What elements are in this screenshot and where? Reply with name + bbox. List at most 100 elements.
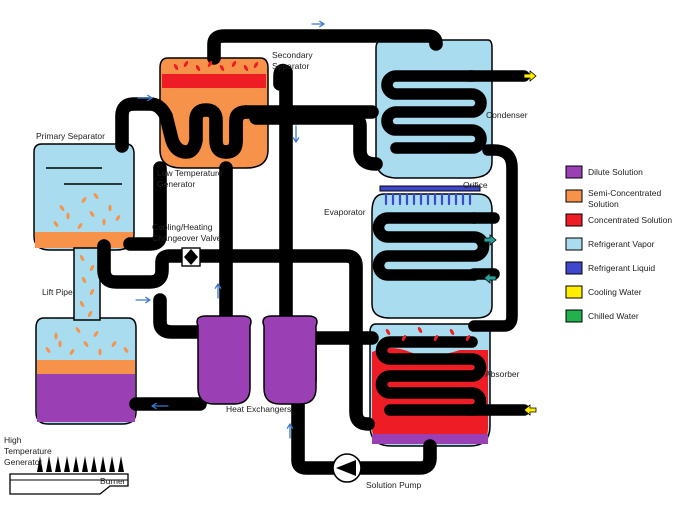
droplet bbox=[115, 215, 121, 221]
semi-pipe-hx bbox=[154, 294, 206, 338]
legend-swatch bbox=[565, 285, 583, 299]
label-orifice: Orifice bbox=[463, 180, 488, 190]
droplet bbox=[195, 64, 201, 72]
droplet bbox=[385, 328, 391, 336]
label-burner: Burner bbox=[100, 476, 126, 486]
legend: Dilute SolutionSemi-ConcentratedSolution… bbox=[565, 165, 672, 323]
flame-icon bbox=[37, 456, 43, 472]
pump-icon bbox=[332, 453, 362, 483]
legend-label: Refrigerant Vapor bbox=[588, 239, 655, 249]
flow-arrow-icon bbox=[483, 234, 497, 246]
droplet bbox=[98, 348, 102, 356]
droplet bbox=[401, 334, 407, 342]
legend-swatch bbox=[565, 309, 583, 323]
droplets bbox=[45, 60, 471, 356]
droplet bbox=[207, 60, 213, 68]
label-high-temp-generator-1: High bbox=[4, 435, 22, 445]
label-secondary-separator-1: Secondary bbox=[272, 50, 313, 60]
high-temp-generator-semi-layer bbox=[37, 360, 135, 374]
semi-pipe bbox=[124, 162, 166, 250]
legend-swatch bbox=[565, 237, 583, 251]
droplet bbox=[89, 211, 95, 217]
legend-label: Concentrated Solution bbox=[588, 215, 672, 225]
high-temp-generator-dilute-layer bbox=[37, 374, 135, 422]
flame-icon bbox=[82, 456, 88, 472]
droplet bbox=[66, 212, 70, 220]
coils bbox=[372, 70, 490, 416]
flame-icon bbox=[64, 456, 70, 472]
cooling-water-up bbox=[469, 145, 517, 331]
liquid-pipe-lt bbox=[220, 106, 252, 158]
semi-pipe-lower bbox=[98, 240, 190, 288]
droplet bbox=[123, 347, 129, 353]
label-evaporator: Evaporator bbox=[324, 207, 366, 217]
flame-icon bbox=[100, 456, 106, 472]
label-high-temp-generator-2: Temperature bbox=[4, 446, 52, 456]
droplet bbox=[59, 205, 65, 211]
flame-icon bbox=[37, 456, 124, 472]
droplet bbox=[89, 288, 95, 296]
droplet bbox=[79, 254, 85, 262]
droplet bbox=[465, 334, 471, 342]
droplet bbox=[81, 197, 87, 203]
burner bbox=[9, 456, 129, 495]
droplet bbox=[75, 327, 81, 333]
droplet bbox=[433, 334, 439, 342]
droplet bbox=[77, 223, 83, 229]
label-low-temp-generator-2: Generator bbox=[157, 179, 195, 189]
heat-exchanger-bulb bbox=[262, 315, 318, 405]
dilute-pipe-pump bbox=[292, 398, 340, 474]
label-low-temp-generator-1: Low Temperature bbox=[157, 168, 223, 178]
droplet bbox=[69, 235, 75, 241]
droplet bbox=[45, 347, 51, 353]
droplet bbox=[173, 63, 179, 71]
label-high-temp-generator-3: Generator bbox=[4, 457, 42, 467]
flow-arrow-icon bbox=[286, 423, 294, 439]
flame-icon bbox=[55, 456, 61, 472]
legend-label: Chilled Water bbox=[588, 311, 639, 321]
label-primary-separator: Primary Separator bbox=[36, 131, 105, 141]
droplet bbox=[89, 264, 95, 272]
droplet bbox=[87, 310, 93, 318]
flow-arrow-icon bbox=[151, 402, 169, 410]
droplet bbox=[243, 64, 249, 72]
droplet bbox=[449, 328, 455, 336]
absorber-dilute-pool bbox=[372, 434, 488, 444]
droplet bbox=[98, 232, 102, 240]
low-temp-generator-top-band bbox=[162, 74, 266, 88]
droplet bbox=[417, 326, 423, 334]
absorber-coil bbox=[377, 337, 485, 415]
flame-icon bbox=[118, 456, 124, 472]
dilute-pipe-absorber bbox=[355, 440, 436, 474]
legend-label: Refrigerant Liquid bbox=[588, 263, 655, 273]
droplet bbox=[93, 331, 99, 337]
droplet bbox=[102, 218, 106, 226]
droplet bbox=[69, 349, 75, 355]
droplet bbox=[83, 233, 89, 239]
primary-separator-liquid bbox=[35, 232, 133, 248]
condenser-coil bbox=[382, 71, 486, 153]
droplet bbox=[253, 61, 259, 69]
droplet bbox=[93, 193, 99, 199]
legend-label: Cooling Water bbox=[588, 287, 642, 297]
flow-arrow-icon bbox=[135, 296, 151, 304]
droplet bbox=[111, 341, 117, 347]
flame-icon bbox=[73, 456, 79, 472]
label-changeover-valve-1: Cooling/Heating bbox=[152, 222, 213, 232]
droplet bbox=[219, 64, 225, 72]
droplet bbox=[231, 60, 237, 68]
droplet bbox=[79, 300, 85, 308]
legend-swatch bbox=[565, 261, 583, 275]
valve-icon bbox=[181, 247, 201, 267]
legend-label: Dilute Solution bbox=[588, 167, 643, 177]
label-absorber: Absorber bbox=[485, 369, 520, 379]
flow-arrows bbox=[135, 20, 537, 439]
droplet bbox=[83, 341, 89, 347]
droplet bbox=[58, 340, 62, 348]
liquid-pipe-condenser bbox=[250, 112, 382, 170]
legend-swatch bbox=[565, 165, 583, 179]
flow-arrow-icon bbox=[292, 125, 300, 143]
droplet bbox=[108, 204, 112, 212]
label-condenser: Condenser bbox=[486, 110, 528, 120]
